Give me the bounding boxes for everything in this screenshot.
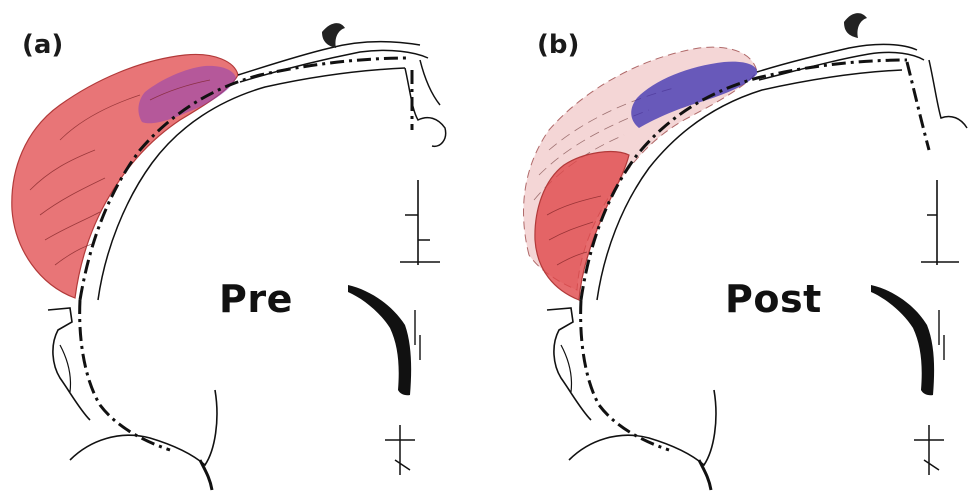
ventricle [871, 285, 934, 395]
ventricle [348, 285, 411, 395]
skull-notch [322, 23, 345, 48]
panel-b: (b) Post [489, 0, 979, 495]
panel-label-a: (a) [22, 30, 63, 60]
brain-diagram-pre [0, 0, 490, 495]
panel-label-b: (b) [537, 30, 579, 60]
state-label-post: Post [725, 277, 822, 321]
panel-a: (a) Pre [0, 0, 490, 495]
state-label-pre: Pre [219, 277, 293, 321]
skull-notch [844, 13, 867, 38]
brain-diagram-post [489, 0, 979, 495]
